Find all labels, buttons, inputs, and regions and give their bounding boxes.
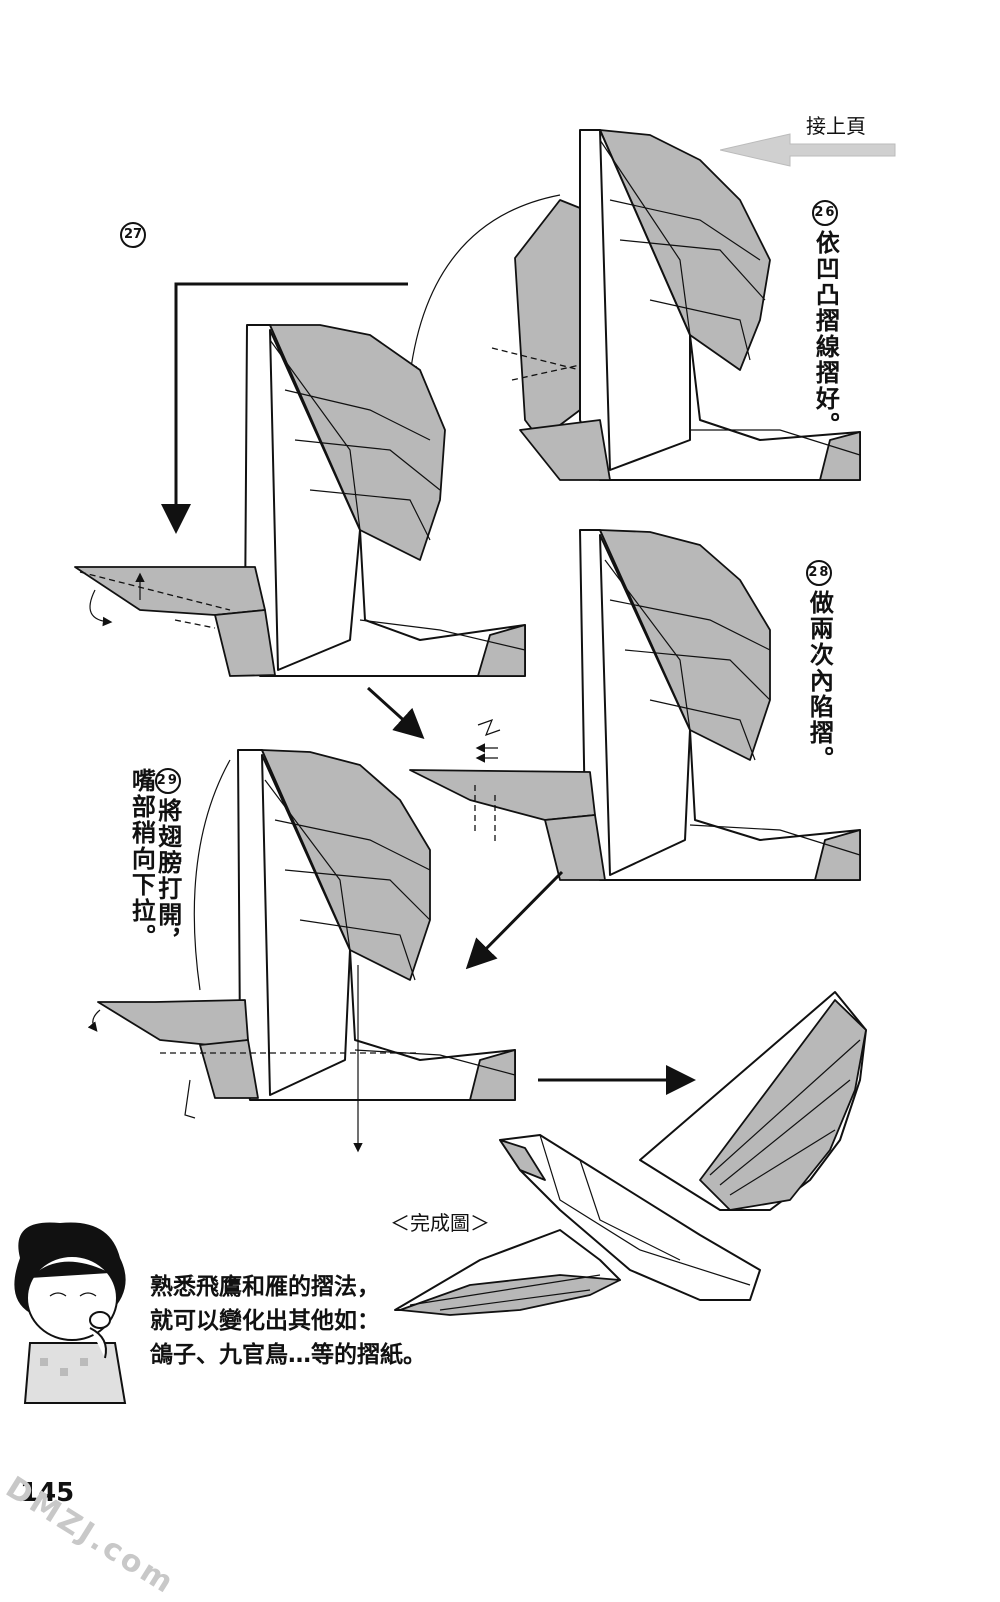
step-29-caption: 29將翅膀打開，嘴部稍向下拉。 [127,768,182,958]
step-number: 28 [806,560,833,586]
finished-bird [394,991,867,1316]
step-26-caption: 26 依凹凸摺線摺好。 [811,200,840,438]
diagram-step-26 [405,129,861,481]
commentary: 熟悉飛鷹和雁的摺法， 就可以變化出其他如： 鴿子、九官鳥…等的摺紙。 [150,1270,426,1372]
step-number: 29 [154,768,181,794]
origami-diagrams [74,129,867,1316]
step-text: 依凹凸摺線摺好。 [811,230,840,438]
diagram-step-28 [409,529,861,881]
step-text: 將翅膀打開，嘴部稍向下拉。 [127,768,182,954]
diagram-step-27 [74,282,526,677]
character-illustration [14,1222,127,1404]
step-text: 做兩次內陷摺。 [805,590,834,772]
page-number: 145 [20,1478,75,1508]
step-28-caption: 28 做兩次內陷摺。 [805,560,834,772]
flow-arrow [465,870,564,970]
manga-page: 接上頁 26 依凹凸摺線摺好。 27 28 做兩次內陷摺。 29將翅膀打開，嘴部稍向… [0,114,896,1602]
continue-label: 接上頁 [806,114,866,138]
diagram-step-29 [87,749,516,1153]
commentary-line: 鴿子、九官鳥…等的摺紙。 [150,1342,426,1368]
finished-label: ＜完成圖＞ [390,1211,490,1235]
commentary-line: 就可以變化出其他如： [150,1308,380,1334]
step-27-number: 27 [120,222,146,252]
commentary-line: 熟悉飛鷹和雁的摺法， [150,1274,380,1300]
step-number: 26 [812,200,839,226]
flow-arrow [366,686,425,740]
continue-arrow-icon [720,133,896,167]
